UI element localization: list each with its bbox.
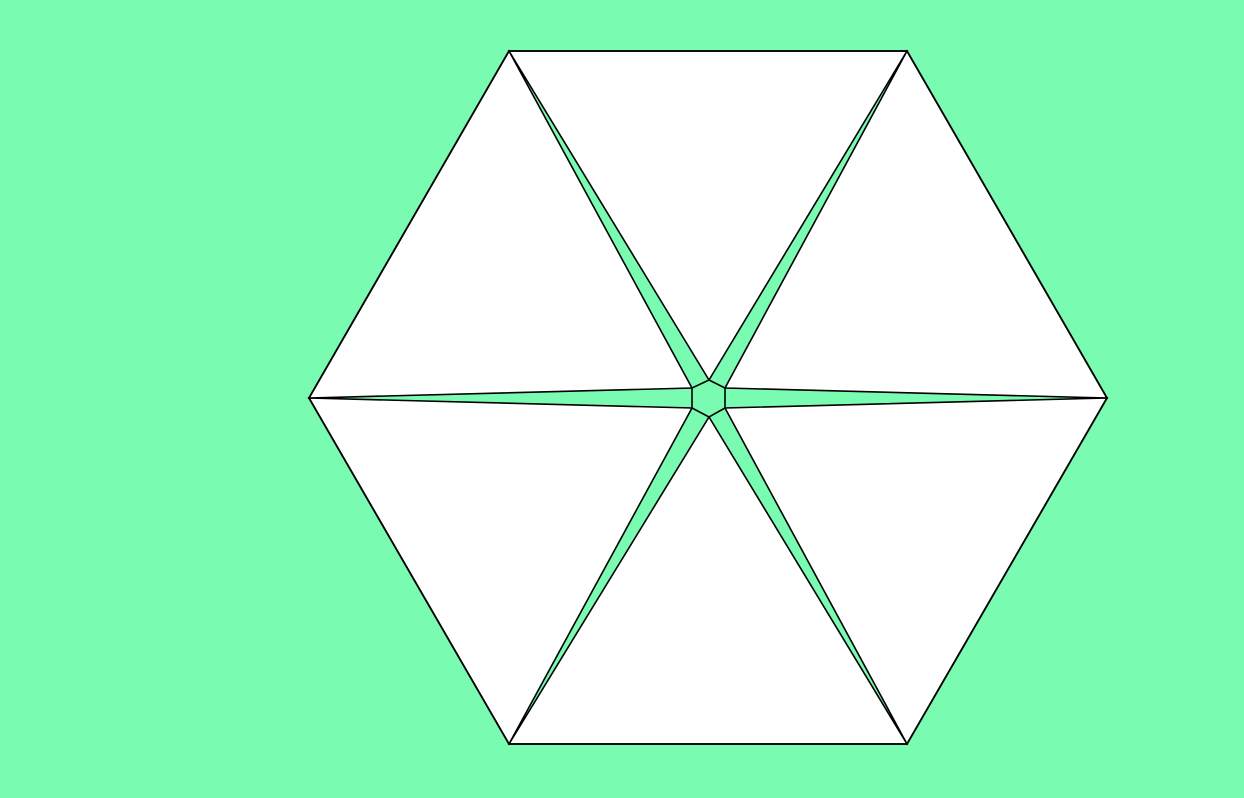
outer-hexagon-outline — [307, 50, 1109, 745]
center-hexagon — [691, 379, 726, 418]
